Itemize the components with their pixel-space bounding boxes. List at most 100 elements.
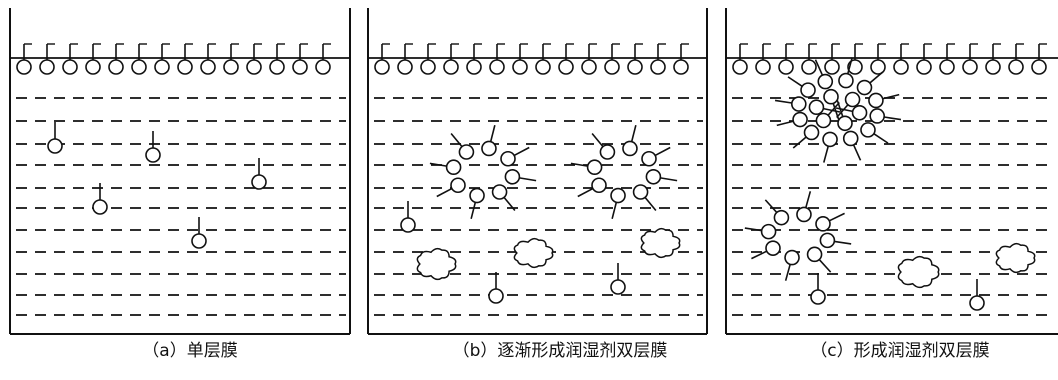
surface-head bbox=[63, 60, 77, 74]
surface-head bbox=[582, 60, 596, 74]
surface-head bbox=[756, 60, 770, 74]
surface-head bbox=[559, 60, 573, 74]
head bbox=[634, 185, 648, 199]
surface-head bbox=[986, 60, 1000, 74]
surface-head bbox=[825, 60, 839, 74]
surface-head bbox=[17, 60, 31, 74]
head bbox=[192, 234, 206, 248]
head bbox=[846, 93, 860, 107]
surface-head bbox=[86, 60, 100, 74]
surface-head bbox=[802, 60, 816, 74]
head bbox=[797, 207, 811, 221]
tail bbox=[612, 202, 616, 218]
head bbox=[505, 170, 519, 184]
surface-head bbox=[963, 60, 977, 74]
head bbox=[816, 113, 830, 127]
head bbox=[451, 178, 465, 192]
tail bbox=[806, 191, 811, 207]
surface-head bbox=[674, 60, 688, 74]
surface-head bbox=[293, 60, 307, 74]
head bbox=[493, 185, 507, 199]
head bbox=[592, 178, 606, 192]
head bbox=[844, 131, 858, 145]
head bbox=[611, 189, 625, 203]
tail bbox=[519, 178, 536, 181]
head bbox=[818, 75, 832, 89]
tail bbox=[660, 178, 677, 181]
tail bbox=[786, 264, 791, 280]
head bbox=[970, 296, 984, 310]
surface-head bbox=[513, 60, 527, 74]
surface-head bbox=[467, 60, 481, 74]
head bbox=[642, 152, 656, 166]
head bbox=[501, 152, 515, 166]
head bbox=[48, 139, 62, 153]
surface-head bbox=[733, 60, 747, 74]
tail bbox=[578, 189, 593, 197]
head bbox=[792, 97, 806, 111]
oil-droplet bbox=[996, 244, 1034, 273]
surface-head bbox=[375, 60, 389, 74]
head bbox=[762, 225, 776, 239]
surface-head bbox=[917, 60, 931, 74]
tail bbox=[819, 260, 830, 273]
head bbox=[808, 247, 822, 261]
surface-head bbox=[398, 60, 412, 74]
head bbox=[93, 200, 107, 214]
head bbox=[588, 160, 602, 174]
surface-head bbox=[178, 60, 192, 74]
head bbox=[824, 90, 838, 104]
tail bbox=[491, 125, 495, 141]
tail bbox=[829, 213, 844, 220]
tail bbox=[765, 200, 776, 213]
head bbox=[861, 123, 875, 137]
tail bbox=[437, 189, 452, 197]
head bbox=[611, 280, 625, 294]
head bbox=[816, 217, 830, 231]
surface-head bbox=[490, 60, 504, 74]
surface-head bbox=[40, 60, 54, 74]
caption-b: （b）逐渐形成润湿剂双层膜 bbox=[410, 336, 710, 361]
head bbox=[801, 83, 815, 97]
head bbox=[793, 113, 807, 127]
tail bbox=[854, 145, 861, 161]
caption-c: （c）形成润湿剂双层膜 bbox=[755, 336, 1045, 361]
panel-b bbox=[368, 8, 707, 334]
tail bbox=[514, 147, 529, 155]
head bbox=[482, 141, 496, 155]
head bbox=[839, 74, 853, 88]
surface-head bbox=[605, 60, 619, 74]
panel-a bbox=[10, 8, 350, 334]
head bbox=[870, 109, 884, 123]
panel-c bbox=[726, 8, 1058, 334]
head bbox=[853, 106, 867, 120]
caption-a: （a）单层膜 bbox=[70, 336, 310, 361]
surface-head bbox=[270, 60, 284, 74]
head bbox=[823, 132, 837, 146]
head bbox=[857, 81, 871, 95]
head bbox=[459, 145, 473, 159]
head bbox=[447, 160, 461, 174]
surface-head bbox=[536, 60, 550, 74]
head bbox=[489, 289, 503, 303]
surface-head bbox=[1009, 60, 1023, 74]
tail bbox=[788, 77, 802, 86]
head bbox=[252, 175, 266, 189]
head bbox=[774, 211, 788, 225]
surface-head bbox=[155, 60, 169, 74]
head bbox=[766, 241, 780, 255]
head bbox=[805, 125, 819, 139]
tail bbox=[775, 100, 792, 103]
surface-head bbox=[651, 60, 665, 74]
surface-head bbox=[940, 60, 954, 74]
surface-head bbox=[247, 60, 261, 74]
head bbox=[401, 218, 415, 232]
surface-head bbox=[109, 60, 123, 74]
head bbox=[869, 93, 883, 107]
surface-head bbox=[316, 60, 330, 74]
tail bbox=[884, 117, 901, 120]
tail bbox=[471, 202, 475, 218]
head bbox=[820, 233, 834, 247]
